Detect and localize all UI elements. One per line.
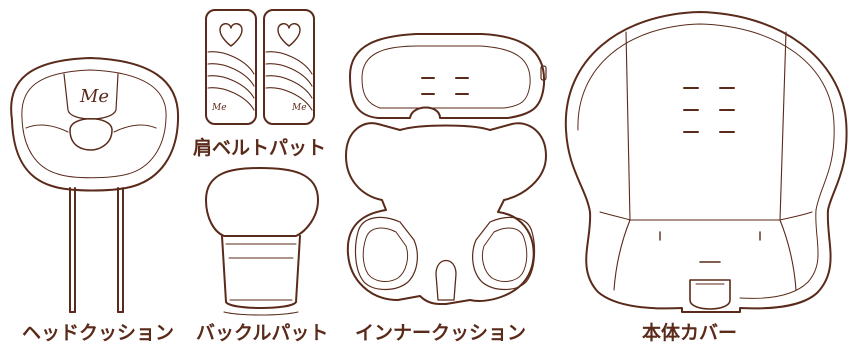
- me-logo-head: Me: [79, 86, 109, 107]
- shoulder-belt-pad-label: 肩ベルトパット: [193, 137, 327, 159]
- me-logo-belt-left: Me: [211, 103, 227, 113]
- head-cushion-illustration: Me: [10, 57, 180, 313]
- inner-cushion-illustration: [345, 33, 547, 305]
- inner-cushion-label: インナークッション: [355, 322, 527, 344]
- body-cover-label: 本体カバー: [642, 322, 738, 344]
- body-cover-illustration: [564, 11, 848, 313]
- me-logo-belt-right: Me: [291, 103, 307, 113]
- buckle-pad-illustration: [205, 167, 319, 316]
- buckle-pad-label: バックルパット: [196, 322, 329, 344]
- shoulder-belt-pads-illustration: Me Me: [205, 9, 315, 125]
- head-cushion-label: ヘッドクッション: [22, 322, 175, 344]
